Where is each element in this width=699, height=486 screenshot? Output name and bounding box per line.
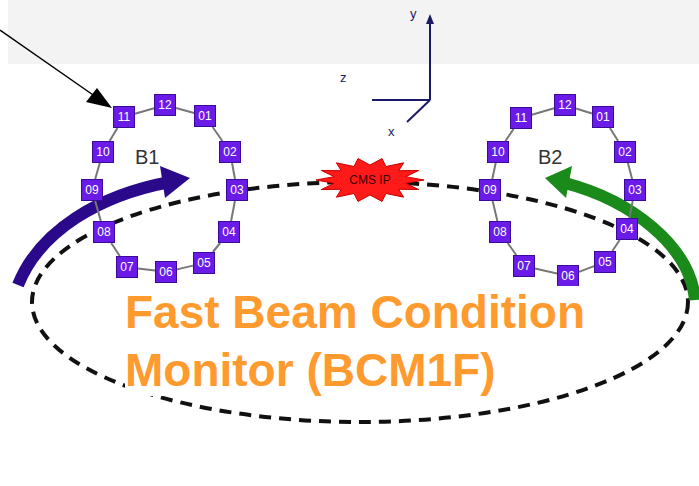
ring-link	[231, 201, 235, 221]
beam-label: B2	[538, 146, 562, 169]
sensor-box: 07	[513, 255, 535, 277]
channel-number: 03	[628, 184, 641, 196]
sensor-box: 11	[113, 106, 135, 128]
ring-link	[505, 129, 513, 141]
leader-arrow	[0, 30, 112, 108]
channel-number: 10	[96, 146, 109, 158]
channel-number: 10	[491, 146, 504, 158]
sensor-box: 12	[554, 94, 576, 116]
channel-number: 02	[223, 146, 236, 158]
ring-link	[111, 243, 120, 256]
sensor-box: 02	[219, 141, 241, 163]
ring-link	[95, 201, 101, 221]
channel-number: 05	[598, 256, 611, 268]
channel-number: 04	[620, 223, 633, 235]
sensor-box: 02	[614, 141, 636, 163]
channel-number: 03	[230, 184, 243, 196]
beam1-arrow	[18, 166, 190, 285]
ring-link	[135, 108, 154, 114]
sensor-box: 04	[218, 221, 240, 243]
sensor-box: 10	[487, 141, 509, 163]
channel-number: 05	[197, 257, 210, 269]
sensor-box: 03	[624, 179, 646, 201]
sensor-box: 01	[592, 106, 614, 128]
channel-number: 11	[118, 111, 130, 123]
ring-link	[532, 108, 554, 115]
ring-link	[629, 201, 632, 218]
ring-link	[579, 266, 594, 272]
ring-link	[610, 128, 618, 141]
sensor-box: 10	[92, 141, 114, 163]
channel-number: 12	[558, 99, 571, 111]
channel-number: 01	[198, 110, 211, 122]
channel-number: 09	[85, 184, 98, 196]
sensor-box: 04	[616, 218, 638, 240]
ip-label: CMS IP	[349, 173, 390, 187]
ring-link	[138, 268, 155, 270]
ring-link	[492, 163, 495, 179]
sensor-box: 01	[194, 105, 216, 127]
header-band	[8, 0, 699, 64]
sensor-box: 09	[479, 179, 501, 201]
axes	[372, 14, 434, 122]
channel-number: 04	[222, 226, 235, 238]
ring-link	[535, 269, 557, 274]
interaction-point: CMS IP	[315, 157, 425, 203]
axis-label: z	[340, 70, 347, 85]
sensor-box: 05	[193, 252, 215, 274]
channel-number: 06	[159, 266, 172, 278]
sensor-box: 03	[226, 179, 248, 201]
channel-number: 08	[97, 226, 110, 238]
ring-link	[232, 163, 235, 179]
diagram-title: Fast Beam Condition Monitor (BCM1F)	[125, 286, 585, 396]
sensor-box: 08	[489, 221, 511, 243]
title-wrap: Fast Beam Condition Monitor (BCM1F)	[125, 283, 695, 399]
channel-number: 01	[596, 111, 609, 123]
channel-number: 11	[515, 112, 527, 124]
sensor-box: 09	[81, 179, 103, 201]
channel-number: 09	[483, 184, 496, 196]
beam-label: B1	[135, 146, 159, 169]
channel-number: 12	[158, 99, 171, 111]
sensor-box: 08	[93, 221, 115, 243]
channel-number: 02	[618, 146, 631, 158]
ring-link	[177, 266, 193, 270]
ring-link	[213, 243, 220, 252]
beam2-arrow	[545, 166, 695, 300]
sensor-box: 06	[155, 261, 177, 283]
channel-number: 07	[120, 261, 133, 273]
ring-link	[508, 243, 516, 255]
sensor-box: 05	[594, 251, 616, 273]
ring-link	[110, 128, 118, 141]
ring-link	[493, 201, 498, 221]
sensor-box: 11	[510, 107, 532, 129]
sensor-box: 07	[116, 256, 138, 278]
channel-number: 06	[561, 270, 574, 282]
lhc-ring	[32, 182, 688, 422]
sensor-box: 06	[557, 265, 579, 287]
ring-link	[176, 108, 194, 113]
ring-link	[576, 108, 592, 113]
axis-label: x	[388, 124, 395, 139]
channel-number: 08	[493, 226, 506, 238]
channel-number: 07	[517, 260, 530, 272]
ring-link	[95, 163, 100, 179]
axis-label: y	[410, 6, 417, 21]
ring-link	[213, 127, 223, 141]
sensor-box: 12	[154, 94, 176, 116]
ring-link	[628, 163, 632, 179]
ring-link	[612, 240, 619, 251]
